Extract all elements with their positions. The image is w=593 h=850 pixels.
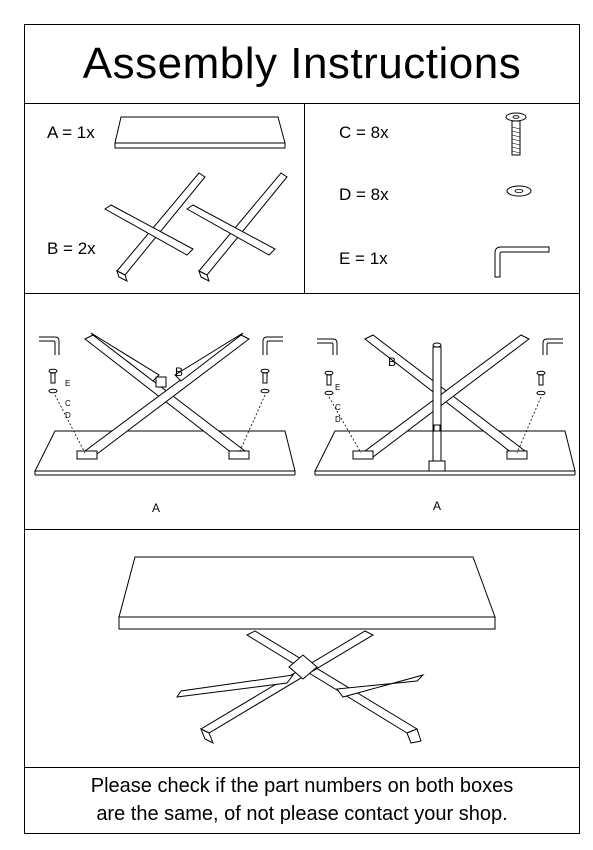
title-box: Assembly Instructions (25, 25, 579, 104)
part-d-label: D = 8x (339, 185, 389, 204)
step-1-panel: B A E C D (25, 293, 579, 530)
step-2-panel (25, 529, 579, 768)
tabletop-icon (113, 115, 288, 151)
instruction-sheet: Assembly Instructions A = 1x B = 2x C = … (24, 24, 580, 834)
step1-left-label-c: C (65, 399, 71, 408)
part-a-label: A = 1x (47, 123, 95, 142)
step1-right-label-c: C (335, 403, 341, 412)
step1-right-label-d: D (335, 415, 341, 424)
bolt-icon (503, 111, 529, 157)
assembled-table-diagram (117, 557, 497, 757)
part-c-label: C = 8x (339, 123, 389, 142)
part-e-label: E = 1x (339, 249, 388, 268)
step1-right-diagram (313, 333, 583, 483)
note-line-2: are the same, of not please contact your… (96, 803, 508, 825)
note-line-1: Please check if the part numbers on both… (90, 775, 514, 797)
page-title: Assembly Instructions (82, 39, 522, 88)
step1-left-label-b: B (175, 365, 184, 379)
parts-list: A = 1x B = 2x C = 8x (25, 103, 579, 294)
step1-right-label-e: E (335, 383, 341, 392)
part-b-label: B = 2x (47, 239, 96, 258)
step1-left-label-e: E (65, 379, 71, 388)
step1-left-diagram (33, 333, 303, 483)
washer-icon (505, 183, 533, 199)
step1-right-label-b: B (388, 355, 397, 369)
parts-divider (304, 103, 306, 293)
allen-key-icon (489, 243, 553, 283)
step1-left-label-d: D (65, 411, 71, 420)
step1-left-label-a: A (152, 501, 161, 515)
step1-right-label-a: A (433, 499, 442, 513)
x-frame-leg-icon (99, 171, 299, 281)
contact-note: Please check if the part numbers on both… (25, 767, 579, 833)
